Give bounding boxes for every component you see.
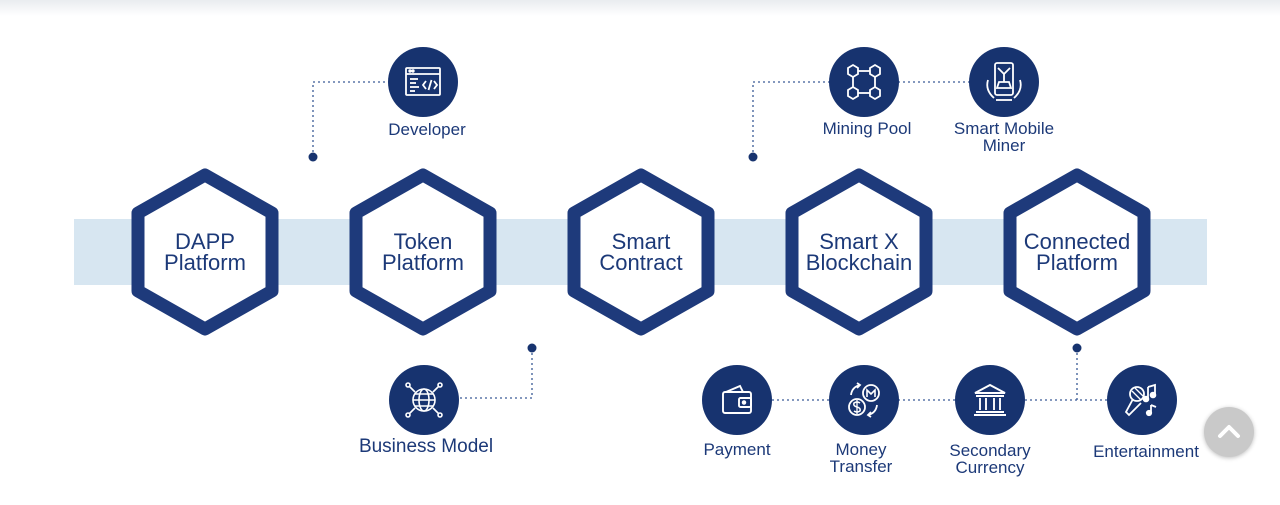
money-transfer-label: Money Transfer bbox=[829, 440, 893, 476]
payment-label: Payment bbox=[703, 440, 771, 459]
hex-smart-x-blockchain: Smart X Blockchain bbox=[784, 167, 934, 337]
bank-icon bbox=[955, 365, 1025, 435]
top-shadow bbox=[0, 0, 1280, 16]
microphone-music-icon bbox=[1107, 365, 1177, 435]
connector-dot bbox=[1072, 343, 1082, 353]
connector-dot bbox=[527, 343, 537, 353]
exchange-coins-icon bbox=[829, 365, 899, 435]
hex-token-platform: Token Platform bbox=[348, 167, 498, 337]
scroll-to-top-button[interactable] bbox=[1204, 407, 1254, 457]
connector-dot bbox=[308, 152, 318, 162]
globe-network-icon bbox=[389, 365, 459, 435]
entertainment-label: Entertainment bbox=[1093, 442, 1199, 461]
secondary-currency-label: Secondary Currency bbox=[949, 441, 1031, 477]
hex-dapp-platform: DAPP Platform bbox=[130, 167, 280, 337]
hex-label: Smart X Blockchain bbox=[805, 229, 913, 275]
business-model-label: Business Model bbox=[358, 436, 494, 457]
developer-label: Developer bbox=[388, 120, 466, 139]
blocks-chain-icon bbox=[829, 47, 899, 117]
mining-pool-label: Mining Pool bbox=[822, 119, 912, 138]
hex-label: Smart Contract bbox=[599, 229, 683, 275]
hex-connected-platform: Connected Platform bbox=[1002, 167, 1152, 337]
mobile-miner-icon bbox=[969, 47, 1039, 117]
smart-mobile-miner-label: Smart Mobile Miner bbox=[953, 119, 1055, 155]
code-window-icon bbox=[388, 47, 458, 117]
hex-label: Token Platform bbox=[382, 229, 464, 275]
wallet-icon bbox=[702, 365, 772, 435]
hex-smart-contract: Smart Contract bbox=[566, 167, 716, 337]
hex-label: Connected Platform bbox=[1023, 229, 1131, 275]
connector-dot bbox=[748, 152, 758, 162]
hex-label: DAPP Platform bbox=[164, 229, 246, 275]
chevron-up-icon bbox=[1218, 425, 1240, 438]
